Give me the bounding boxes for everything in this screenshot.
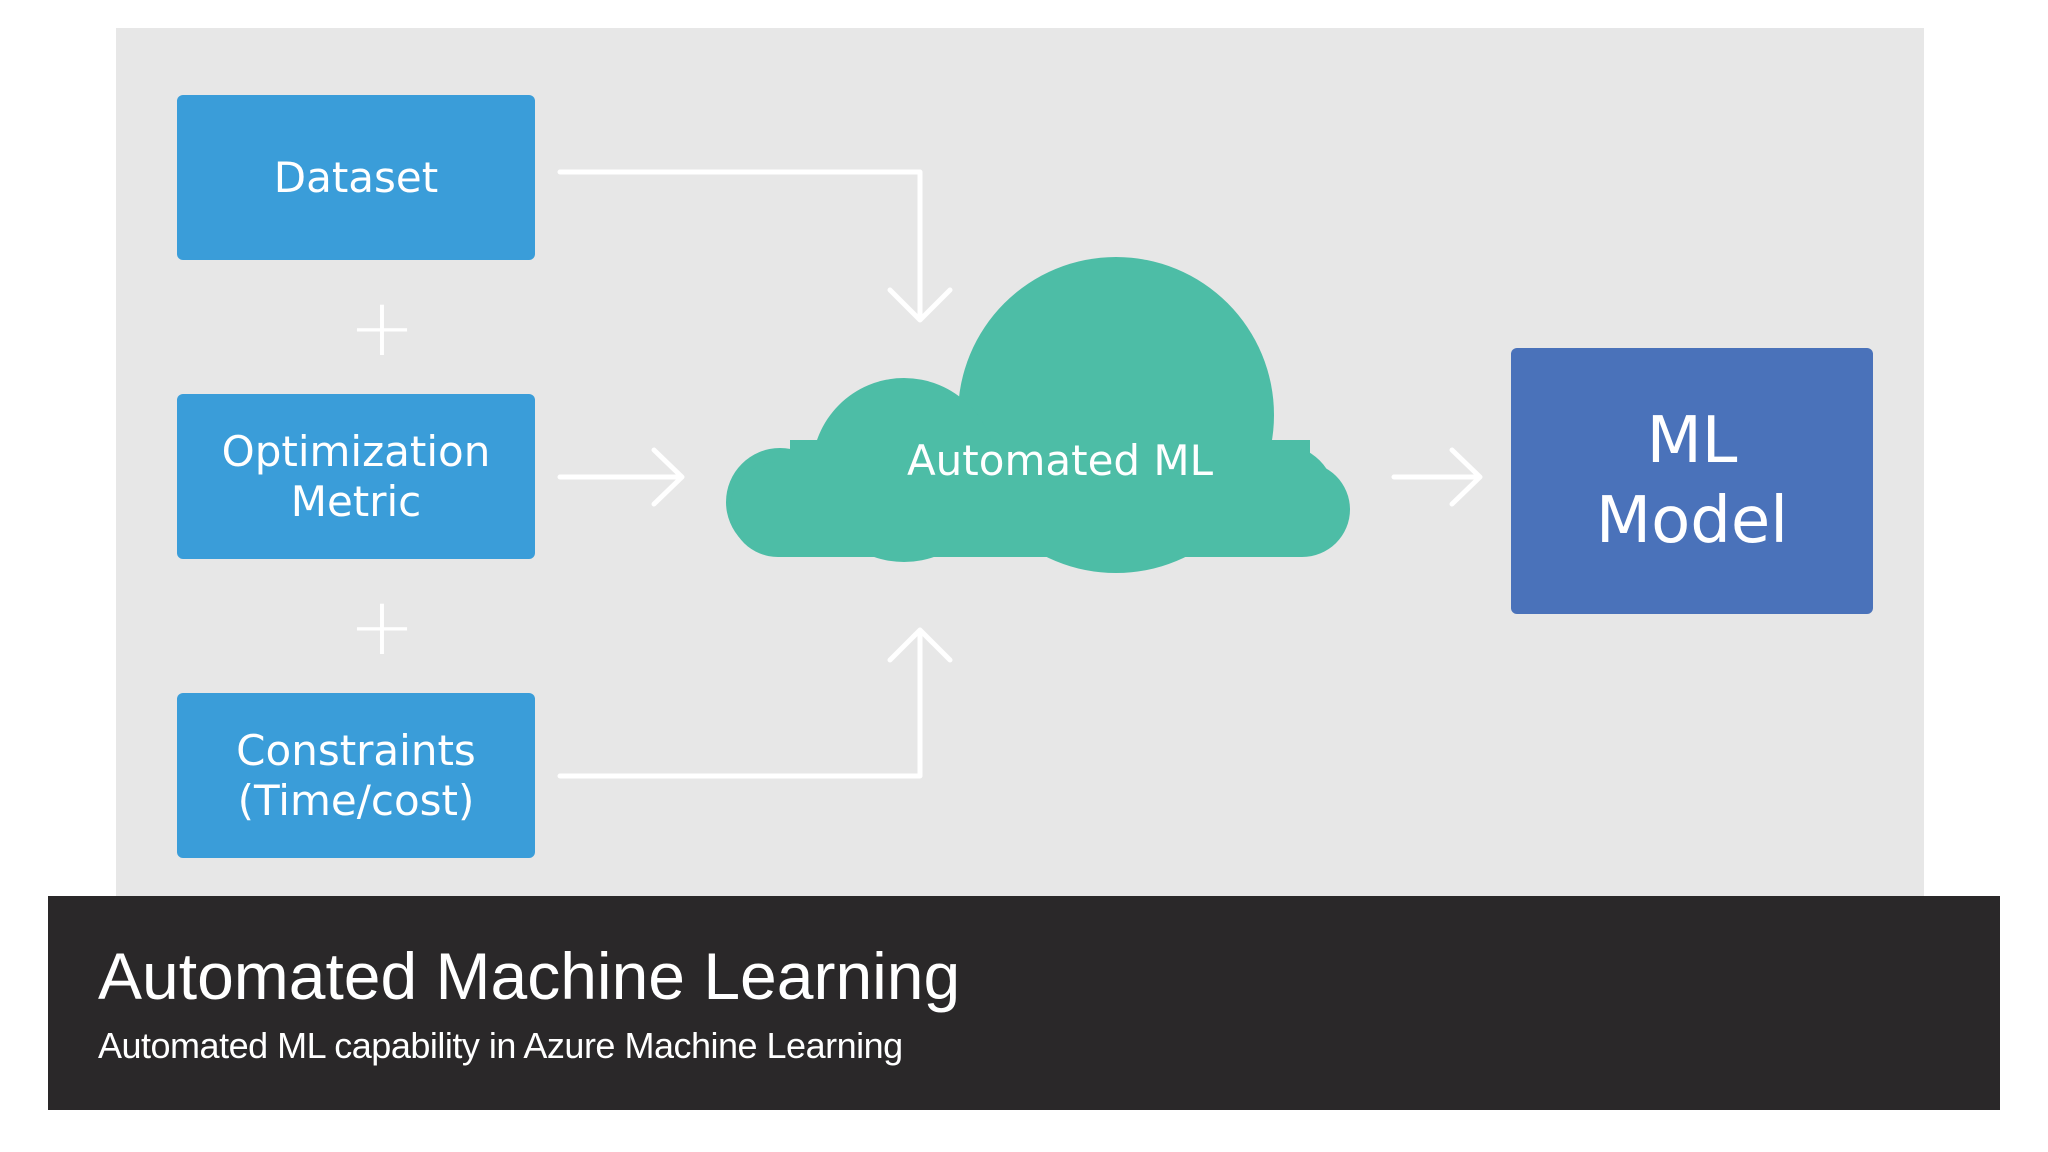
caption-title: Automated Machine Learning — [98, 939, 961, 1013]
dataset-label: Dataset — [273, 152, 439, 202]
arrow-metric-to-cloud — [557, 447, 685, 507]
optimization-metric-box: Optimization Metric — [177, 394, 535, 559]
caption-bar — [48, 896, 2000, 1110]
dataset-box: Dataset — [177, 95, 535, 260]
automated-ml-cloud — [726, 257, 1350, 573]
arrow-dataset-to-cloud — [557, 169, 953, 323]
plus-sign-1: + — [348, 281, 416, 374]
optimization-metric-label: Optimization Metric — [221, 426, 491, 526]
constraints-label: Constraints (Time/cost) — [236, 725, 476, 825]
ml-model-box: ML Model — [1511, 348, 1873, 614]
plus-sign-2: + — [348, 580, 416, 673]
ml-model-label: ML Model — [1595, 404, 1789, 558]
caption-subtitle: Automated ML capability in Azure Machine… — [98, 1025, 903, 1066]
constraints-box: Constraints (Time/cost) — [177, 693, 535, 858]
arrow-cloud-to-model — [1391, 447, 1483, 507]
arrow-constraints-to-cloud — [557, 627, 953, 779]
automated-ml-label: Automated ML — [906, 436, 1214, 485]
